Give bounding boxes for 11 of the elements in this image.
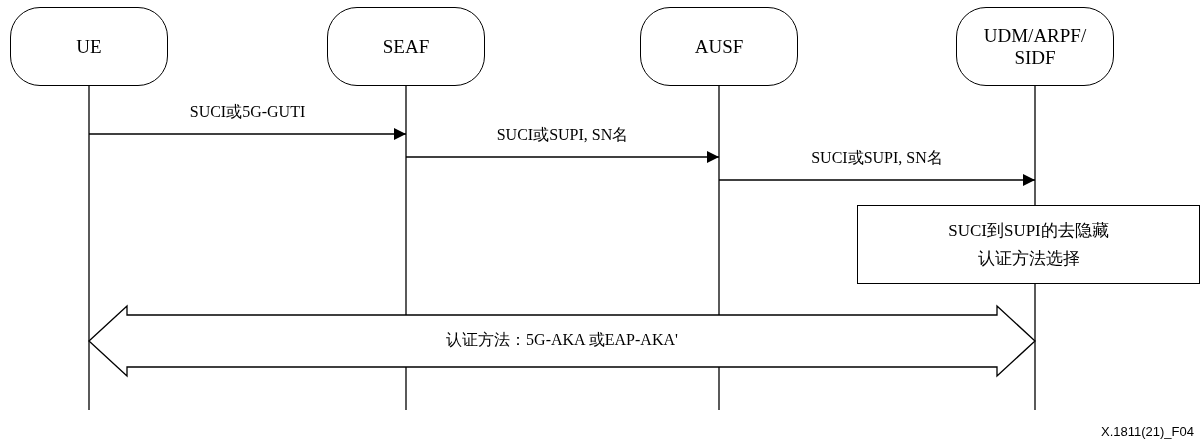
participant-box: UDM/ARPF/SIDF: [956, 7, 1114, 86]
figure-number: X.1811(21)_F04: [1101, 424, 1194, 439]
message-arrow: [88, 128, 407, 140]
double-arrow: [88, 304, 1036, 378]
process-box: SUCI到SUPI的去隐藏 认证方法选择: [857, 205, 1200, 284]
participant-box: UE: [10, 7, 168, 86]
participant-box: AUSF: [640, 7, 798, 86]
message-arrow: [718, 174, 1036, 186]
message-label: 认证方法：5G-AKA 或EAP-AKA': [445, 330, 679, 350]
message-arrow: [405, 151, 720, 163]
participant-box: SEAF: [327, 7, 485, 86]
